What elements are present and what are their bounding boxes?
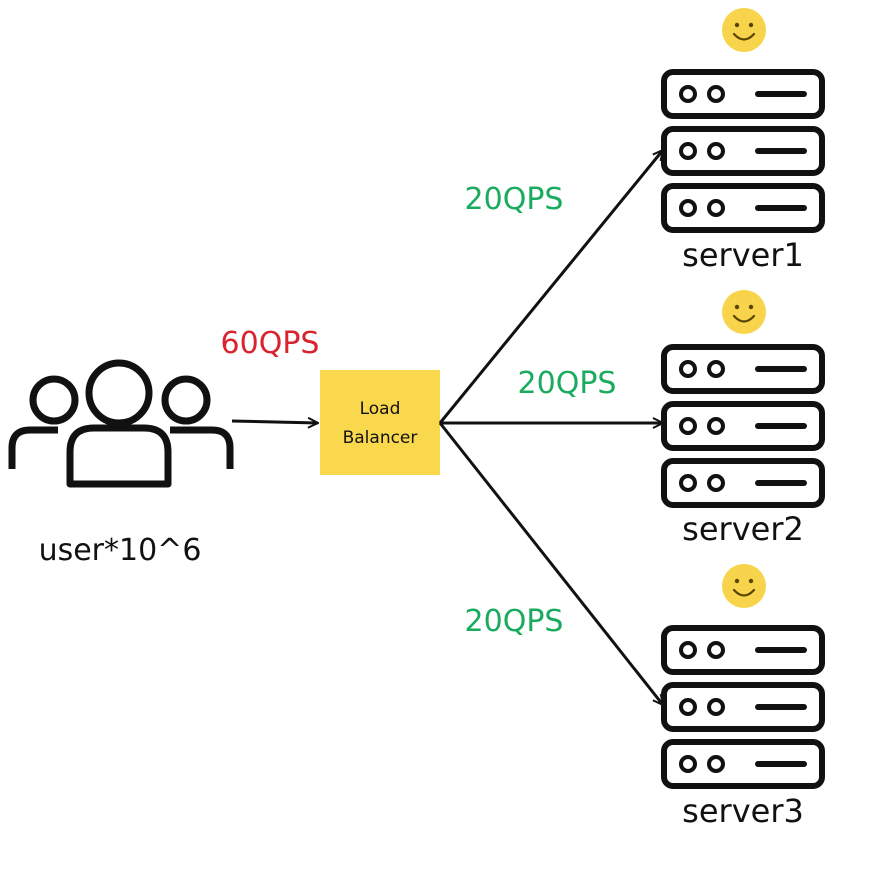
server1-smiley-icon <box>720 6 768 54</box>
load-balancer-label-line2: Balancer <box>343 428 418 448</box>
server1-label: server1 <box>682 236 804 274</box>
users-to-lb-arrow <box>231 421 318 423</box>
server1-rack-icon <box>664 72 822 230</box>
server3-label: server3 <box>682 792 804 830</box>
server2-smiley-icon <box>720 288 768 336</box>
server2-label: server2 <box>682 510 804 548</box>
server3-rack-icon <box>664 628 822 786</box>
server1-rate-label: 20QPS <box>465 182 564 217</box>
server3-rate-label: 20QPS <box>465 604 564 639</box>
lb-to-server3-arrow <box>438 422 663 705</box>
users-group-icon <box>8 359 234 488</box>
lb-to-server1-arrow <box>438 150 663 424</box>
load-balancer-label-line1: Load <box>360 399 401 419</box>
users-label: user*10^6 <box>39 533 202 568</box>
server3-smiley-icon <box>720 562 768 610</box>
ingress-rate-label: 60QPS <box>221 326 320 361</box>
server2-rack-icon <box>664 347 822 505</box>
load-balancer-box <box>320 370 440 475</box>
server2-rate-label: 20QPS <box>518 366 617 401</box>
